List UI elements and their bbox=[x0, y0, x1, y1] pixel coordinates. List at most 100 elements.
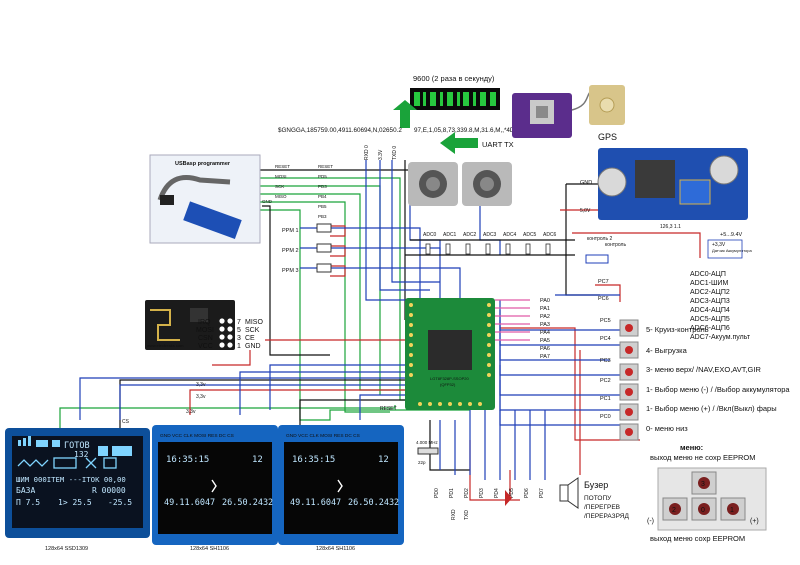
svg-text:3: 3 bbox=[237, 335, 241, 342]
control-label: контроль bbox=[605, 242, 626, 248]
mcu-sub: (QFP32) bbox=[440, 382, 456, 387]
programmer-gnd: GND bbox=[262, 199, 273, 204]
oled2-time: 16:35:15 bbox=[166, 455, 209, 465]
svg-text:1: 1 bbox=[237, 343, 241, 350]
svg-text:0: 0 bbox=[701, 507, 705, 514]
svg-text:CE: CE bbox=[245, 335, 255, 342]
txd-label: TXD 0 bbox=[392, 146, 398, 160]
radio-board bbox=[145, 300, 235, 350]
keypad-key-2[interactable]: 2 bbox=[662, 497, 688, 521]
svg-text:1: 1 bbox=[730, 507, 734, 514]
svg-text:/ПЕРЕГРЕВ: /ПЕРЕГРЕВ bbox=[584, 504, 620, 511]
uart-rate-label: 9600 (2 раза в секунду) bbox=[413, 74, 495, 83]
oled2-coord-a: 49.11.6047 bbox=[164, 498, 215, 508]
oled3-coord-b: 26.50.2432 bbox=[348, 498, 399, 508]
keypad-minus: (-) bbox=[647, 518, 654, 525]
reg-r-label: 126,3 1.1 bbox=[660, 224, 681, 230]
svg-text:MOSI: MOSI bbox=[196, 327, 214, 334]
adc2-label: ADC2 bbox=[463, 232, 477, 238]
svg-text:PA0: PA0 bbox=[540, 298, 550, 304]
rxd-label: RXD 0 bbox=[364, 145, 370, 160]
adc1-label: ADC1 bbox=[443, 232, 457, 238]
svg-text:PA2: PA2 bbox=[540, 314, 550, 320]
adc5-label: ADC5 bbox=[523, 232, 537, 238]
voltage-regulator: GND 5,0V 126,3 1.1 +5...9.4V +3,3V Датчи… bbox=[580, 148, 752, 259]
keypad-plus: (+) bbox=[750, 518, 759, 525]
oled1-graph-icons bbox=[17, 457, 117, 469]
svg-text:PA4: PA4 bbox=[540, 330, 550, 336]
svg-text:PD0: PD0 bbox=[434, 488, 440, 498]
svg-text:ADC1-ШИМ: ADC1-ШИМ bbox=[690, 280, 728, 287]
svg-text:ПОТОПУ: ПОТОПУ bbox=[584, 495, 612, 502]
oled3-coord-a: 49.11.6047 bbox=[290, 498, 341, 508]
radio-module: www.elecfreaks.com IRQ MOSI CSN VCC 7 MI… bbox=[145, 300, 265, 350]
svg-text:IRQ: IRQ bbox=[198, 319, 211, 326]
keypad-key-1[interactable]: 1 bbox=[720, 497, 746, 521]
svg-text:ADC5-АЦП5: ADC5-АЦП5 bbox=[690, 316, 730, 323]
svg-text:ADC2-АЦП2: ADC2-АЦП2 bbox=[690, 289, 730, 296]
svg-text:TXD: TXD bbox=[464, 510, 470, 520]
svg-text:ADC6-АЦП6: ADC6-АЦП6 bbox=[690, 325, 730, 332]
keypad: меню: выход меню не сохр EEPROM 3 2 0 1 … bbox=[647, 443, 767, 543]
btn4-label: 4- Выгрузка bbox=[646, 346, 688, 355]
mcu-label: LGT8F328P-SSOP20 bbox=[430, 376, 469, 381]
keypad-key-3[interactable]: 3 bbox=[691, 471, 717, 495]
btn2-label: 1- Выбор меню (-) / /Выбор аккумулятора bbox=[646, 385, 790, 394]
bottom-pins: PD0 PD1 PD2 PD3 PD4 PD5 PD6 PD7 RXD TXD … bbox=[416, 440, 545, 520]
svg-text:PD7: PD7 bbox=[539, 488, 545, 498]
reg-vin-label: +5...9.4V bbox=[720, 232, 743, 238]
svg-text:GND: GND bbox=[245, 343, 261, 350]
svg-text:PD6: PD6 bbox=[524, 488, 530, 498]
svg-text:PA7: PA7 bbox=[540, 354, 550, 360]
oled-sh1106-a: GND VCC CLK MOSI RES DC CS 16:35:15 12 4… bbox=[152, 425, 278, 552]
svg-text:MOSI: MOSI bbox=[275, 174, 287, 179]
usbasp-programmer: USBasp programmer RESET MOSI SCK MISO RE… bbox=[149, 154, 333, 244]
programmer-board bbox=[183, 201, 242, 239]
pc7-label: PC7 bbox=[598, 279, 609, 285]
mcu-board: LGT8F328P-SSOP20 (QFP32) PA0 PA1 PA2 PA3… bbox=[405, 279, 609, 410]
svg-text:ADC7-Акуум.пульт: ADC7-Акуум.пульт bbox=[690, 334, 751, 341]
svg-text:3: 3 bbox=[701, 481, 705, 488]
mcu-chip bbox=[428, 330, 472, 370]
svg-text:PA6: PA6 bbox=[540, 346, 550, 352]
oled3-num: 12 bbox=[378, 455, 389, 465]
adc0-label: ADC0 bbox=[423, 232, 437, 238]
svg-text:MISO: MISO bbox=[245, 319, 263, 326]
svg-text:RESET: RESET bbox=[380, 406, 397, 412]
uart-up-arrow bbox=[393, 100, 417, 128]
adc-legend: ADC0-АЦП ADC1-ШИМ ADC2-АЦП2 ADC3-АЦП3 AD… bbox=[690, 271, 751, 341]
nmea-sentence-tail: 97,E,1,05,8,73,339.8,M,31.6,M,,*4D bbox=[414, 127, 515, 134]
oled1-status-icons bbox=[18, 436, 132, 456]
porta-labels: PA0 PA1 PA2 PA3 PA4 PA5 PA6 PA7 bbox=[540, 298, 550, 360]
svg-text:PA5: PA5 bbox=[540, 338, 550, 344]
ppm1-label: PPM 1 bbox=[282, 228, 299, 234]
ppm2-label: PPM 2 bbox=[282, 248, 299, 254]
svg-text:CSN: CSN bbox=[198, 335, 213, 342]
battery-note: Датчик Аккумулятора bbox=[712, 248, 752, 253]
svg-text:CS: CS bbox=[122, 419, 130, 425]
led-icon bbox=[505, 490, 512, 506]
oled1-row3a: БАЗА bbox=[16, 486, 35, 495]
control2-label: контроль 2 bbox=[587, 236, 612, 242]
ppm-connectors: PPM 1 PPM 2 PPM 3 bbox=[282, 223, 332, 274]
svg-text:2: 2 bbox=[672, 507, 676, 514]
crystal-caps: 22p bbox=[418, 460, 426, 465]
programmer-pin-labels: RESET MOSI SCK MISO RESET PD5 PD3 PB4 PB… bbox=[275, 164, 333, 219]
oled1-row1: ГОТОВ bbox=[64, 441, 90, 451]
svg-text:PC2: PC2 bbox=[600, 378, 611, 384]
adc4-label: ADC4 bbox=[503, 232, 517, 238]
keypad-key-0[interactable]: 0 bbox=[691, 497, 717, 521]
svg-text:PC1: PC1 bbox=[600, 396, 611, 402]
oled-ssd1309: ГОТОВ 132 ШИМ 000ITEM ---ITOK 00,00 БАЗА… bbox=[5, 428, 150, 552]
oled2-coord-b: 26.50.2432 bbox=[222, 498, 273, 508]
oled1-row1b: 132 bbox=[74, 450, 89, 459]
svg-text:PC3: PC3 bbox=[600, 358, 611, 364]
keypad-top-label: меню: bbox=[680, 443, 703, 452]
crystal-label: 4.000 MHz bbox=[416, 440, 439, 445]
svg-text:PB5: PB5 bbox=[318, 204, 327, 209]
svg-text:PD2: PD2 bbox=[464, 488, 470, 498]
svg-text:PA3: PA3 bbox=[540, 322, 550, 328]
svg-text:PD3: PD3 bbox=[479, 488, 485, 498]
oled3-pins: GND VCC CLK MOSI RES DC CS bbox=[286, 433, 360, 439]
